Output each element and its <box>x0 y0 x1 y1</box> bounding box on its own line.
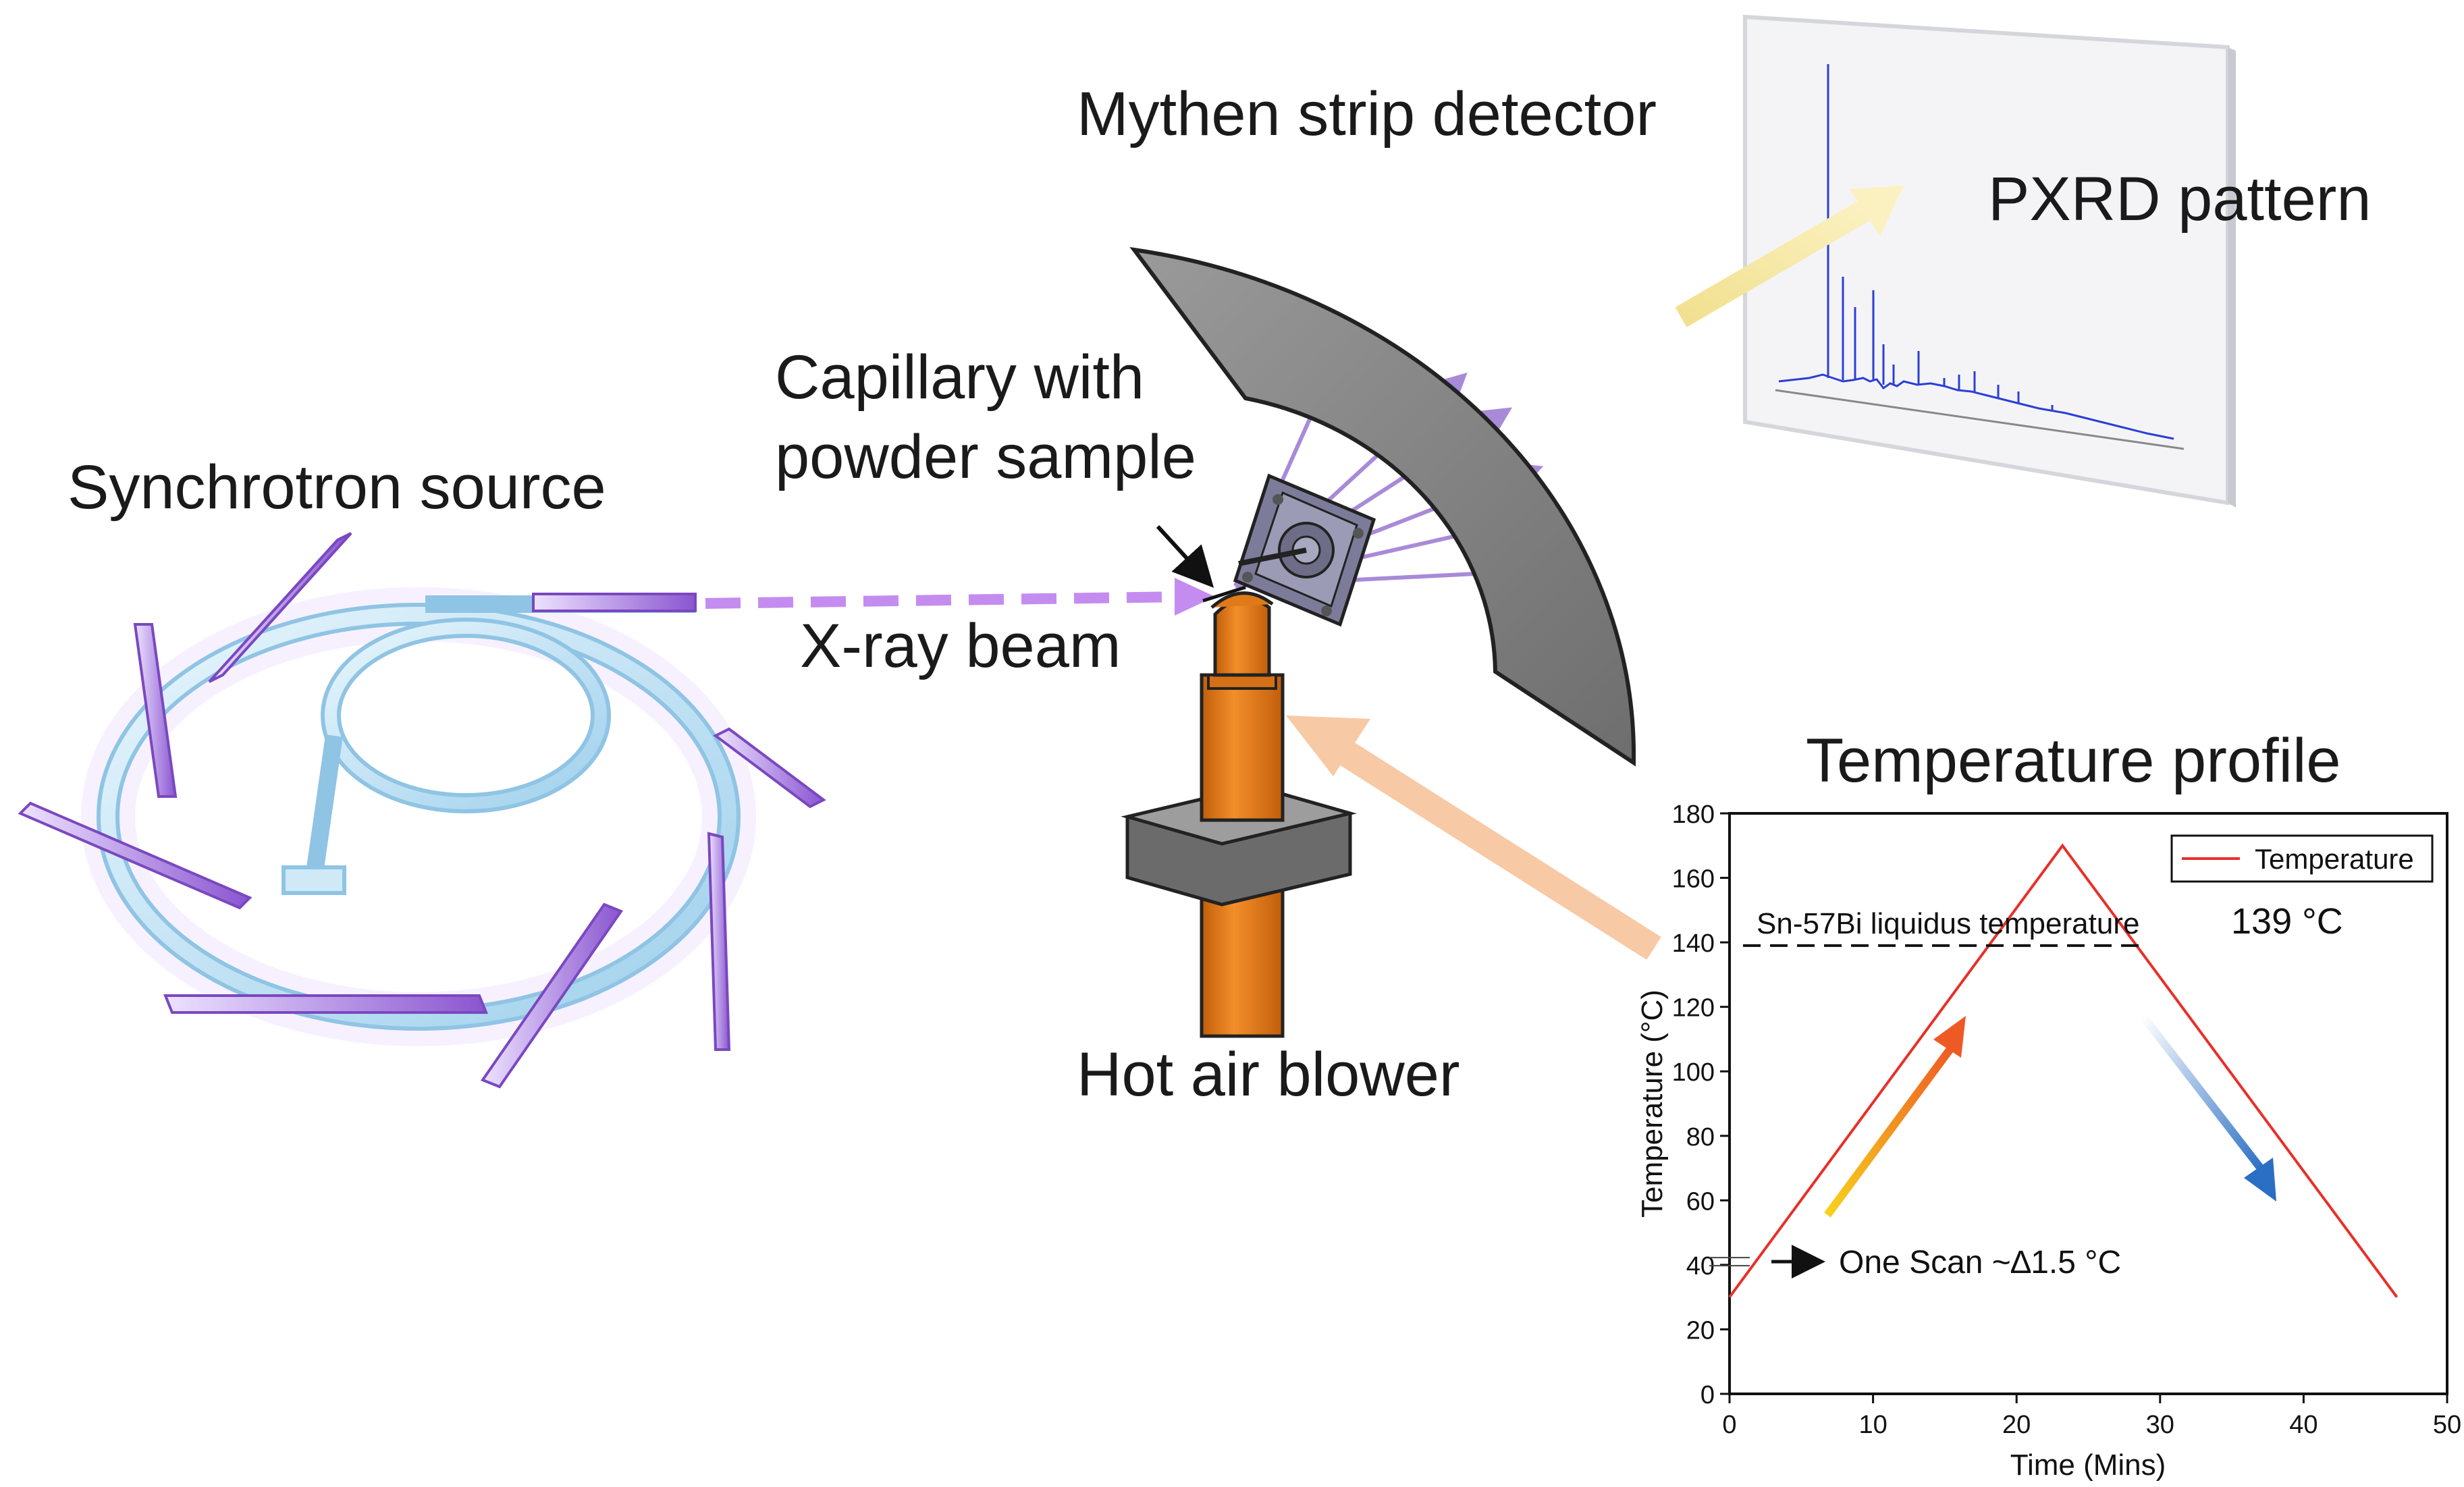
x-tick-label: 40 <box>2289 1411 2318 1439</box>
mythen-detector <box>1129 246 1636 767</box>
xray-beam-label: X-ray beam <box>800 612 1121 680</box>
capillary-pointer <box>1156 524 1214 588</box>
chart-legend: Temperature <box>2170 834 2434 883</box>
synchrotron-label: Synchrotron source <box>68 453 606 522</box>
y-tick-label: 60 <box>1686 1187 1715 1216</box>
x-tick-label: 0 <box>1722 1411 1736 1439</box>
scan-label: One Scan ~∆1.5 °C <box>1839 1245 2121 1280</box>
y-tick-label: 0 <box>1700 1381 1715 1409</box>
synchrotron-source <box>18 532 826 1089</box>
temperature-series-line <box>1728 843 2399 1298</box>
y-tick-label: 160 <box>1672 865 1715 894</box>
blower-label: Hot air blower <box>1077 1040 1460 1109</box>
liquidus-label: Sn-57Bi liquidus temperature <box>1757 907 2139 940</box>
heating-arrow <box>1824 1044 1956 1218</box>
detector-label: Mythen strip detector <box>1077 80 1657 148</box>
x-tick-label: 50 <box>2433 1411 2461 1439</box>
chart-annotations: Sn-57Bi liquidus temperature 139 °C One Sc… <box>1709 901 2343 1280</box>
temperature-profile-title: Temperature profile <box>1806 726 2341 795</box>
chart-x-ticks: 0 10 20 30 40 50 <box>1722 1394 2461 1439</box>
chart-series <box>1728 843 2399 1298</box>
heating-arrow-head <box>1933 1016 1966 1058</box>
x-tick-label: 10 <box>1858 1411 1887 1439</box>
capillary-label-line1: Capillary with <box>775 343 1145 412</box>
cooling-arrow-head <box>2244 1158 2276 1201</box>
x-tick-label: 30 <box>2146 1411 2174 1439</box>
capillary-holder <box>1233 473 1376 627</box>
cooling-arrow <box>2139 1013 2266 1174</box>
x-tick-label: 20 <box>2002 1411 2031 1439</box>
pxrd-panel <box>1743 14 2236 508</box>
chart-plot-frame <box>1728 812 2448 1395</box>
y-tick-label: 20 <box>1686 1316 1715 1345</box>
y-tick-label: 100 <box>1672 1058 1715 1087</box>
pxrd-label: PXRD pattern <box>1988 165 2372 234</box>
hot-air-blower <box>1121 591 1357 1038</box>
y-tick-label: 120 <box>1672 994 1715 1023</box>
y-axis-label: Temperature (°C) <box>1636 990 1669 1218</box>
x-axis-label: Time (Mins) <box>2010 1449 2166 1482</box>
y-tick-label: 180 <box>1672 801 1715 829</box>
y-tick-label: 140 <box>1672 929 1715 958</box>
pxrd-arrow <box>1675 186 1904 327</box>
legend-label: Temperature <box>2255 843 2414 875</box>
y-tick-label: 80 <box>1686 1123 1715 1152</box>
liquidus-value: 139 °C <box>2231 901 2343 942</box>
capillary-label-line2: powder sample <box>775 423 1196 491</box>
heat-arrow <box>1286 715 1661 960</box>
